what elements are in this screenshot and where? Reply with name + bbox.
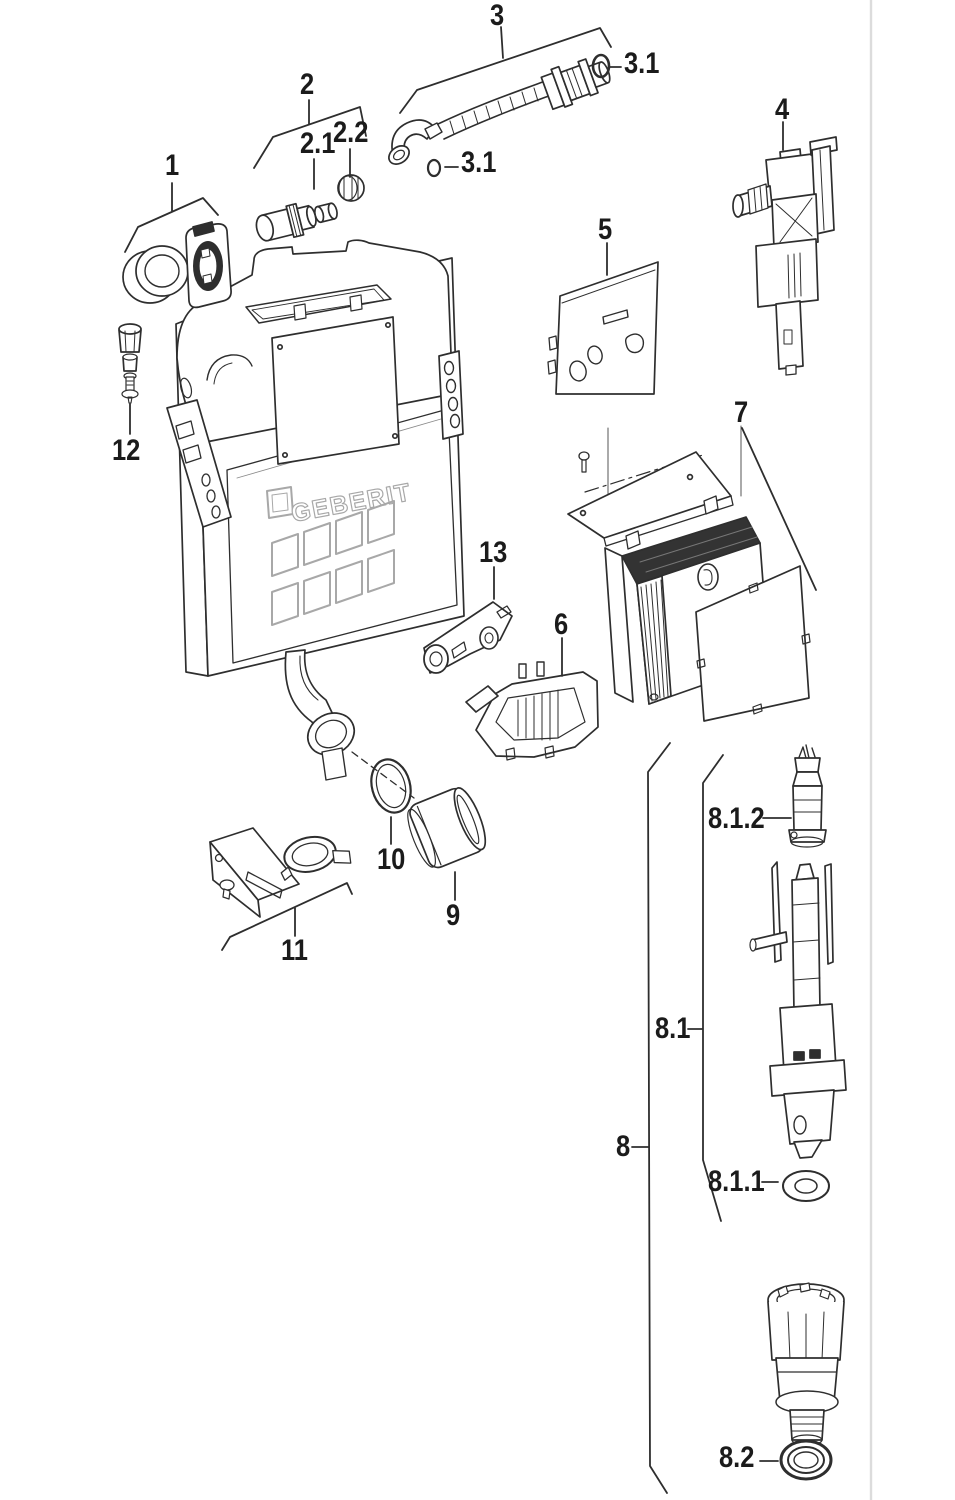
part-11-wall-bracket: [209, 827, 352, 918]
part-label-8: 8: [616, 1130, 631, 1163]
part-label-11: 11: [281, 934, 308, 967]
part-label-5: 5: [598, 213, 613, 246]
part-label-2: 2: [300, 68, 315, 101]
outlet-elbow: [284, 649, 415, 799]
part-label-3-1-bottom: 3.1: [461, 146, 497, 179]
part-8-valve-seat: [767, 1282, 845, 1446]
part-label-7: 7: [734, 396, 749, 429]
part-label-3-1-top: 3.1: [624, 47, 660, 80]
o-ring-3-1-top: [591, 53, 611, 79]
part-10-o-ring: [370, 758, 412, 814]
part-8-flush-valve-group: [749, 744, 847, 1481]
part-label-10: 10: [377, 843, 406, 876]
part-label-8-1: 8.1: [655, 1012, 691, 1045]
part-2-1-nipple: [313, 202, 338, 224]
part-label-1: 1: [165, 149, 180, 182]
part-label-4: 4: [775, 93, 790, 126]
part-2-supply-fitting: [255, 202, 338, 242]
part-label-2-2: 2.2: [333, 116, 369, 149]
part-8-1-valve: [749, 861, 847, 1159]
part-7-access-box: [567, 425, 811, 722]
cistern-tank: GEBERIT: [166, 239, 465, 799]
part-4-fill-valve: [732, 136, 838, 376]
part-12-fasteners: [118, 323, 142, 404]
part-label-13: 13: [479, 536, 508, 569]
pipe-clamp: [280, 835, 352, 881]
part-label-8-1-2: 8.1.2: [708, 802, 765, 835]
embossed-squares: [271, 500, 395, 626]
o-ring-3-1-bottom: [426, 158, 442, 178]
part-label-8-2: 8.2: [719, 1441, 755, 1474]
part-label-6: 6: [554, 608, 569, 641]
part-label-2-1: 2.1: [300, 127, 336, 160]
part-13-lever-bracket: [423, 601, 513, 674]
part-2-2-cap-nut: [337, 174, 365, 202]
part-1-actuator: [122, 221, 232, 309]
leader-lines: [124, 26, 817, 1494]
part-3-hose: [388, 53, 611, 178]
hose-connector: [540, 58, 611, 111]
part-label-3: 3: [490, 0, 505, 32]
part-6-frame: [465, 661, 599, 761]
part-8-2-seal: [779, 1439, 833, 1481]
part-8-1-1-washer: [782, 1170, 830, 1202]
part-5-cover-plate: [547, 261, 659, 395]
part-label-9: 9: [446, 899, 461, 932]
part-label-12: 12: [112, 434, 141, 467]
part-label-8-1-1: 8.1.1: [708, 1165, 765, 1198]
part-8-1-2-cartridge: [788, 744, 827, 848]
part-9-sleeve: [407, 787, 487, 869]
